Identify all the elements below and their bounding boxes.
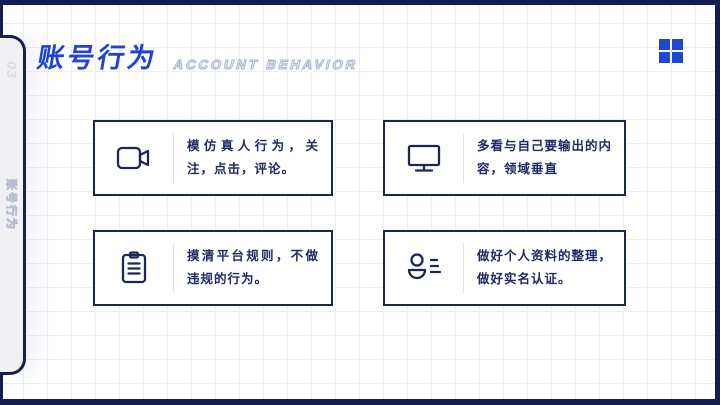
square-decor	[672, 52, 683, 63]
user-profile-icon	[385, 232, 463, 304]
card-grid: 模仿真人行为，关注，点击，评论。 多看与自己要输出的内容，领域垂直	[88, 114, 626, 306]
card-divider	[173, 243, 174, 293]
square-decor	[659, 52, 670, 63]
card-divider	[173, 133, 174, 183]
page-title: 账号行为	[34, 43, 161, 73]
card-profile-verification: 做好个人资料的整理，做好实名认证。	[378, 224, 626, 306]
card-text: 多看与自己要输出的内容，领域垂直	[477, 138, 613, 176]
clipboard-icon	[95, 232, 173, 304]
four-squares-icon	[659, 39, 683, 63]
page-subtitle: ACCOUNT BEHAVIOR	[172, 56, 361, 72]
card-platform-rules: 摸清平台规则，不做违规的行为。	[88, 224, 333, 306]
slide-header: 账号行为 ACCOUNT BEHAVIOR	[34, 36, 361, 75]
page-number: 03	[3, 61, 20, 79]
card-text: 摸清平台规则，不做违规的行为。	[187, 248, 319, 286]
card-divider	[463, 133, 464, 183]
sidebar-tab: 03 账号行为	[0, 35, 26, 375]
video-camera-icon	[95, 122, 173, 194]
monitor-icon	[385, 122, 463, 194]
card-watch-content: 多看与自己要输出的内容，领域垂直	[378, 114, 626, 196]
card-text: 模仿真人行为，关注，点击，评论。	[187, 138, 319, 176]
square-decor	[659, 39, 670, 50]
sidebar-vertical-text: 账号行为	[4, 179, 17, 232]
card-divider	[463, 243, 464, 293]
square-decor	[672, 39, 683, 50]
frame-bottom-bar	[0, 399, 720, 405]
card-text: 做好个人资料的整理，做好实名认证。	[477, 248, 613, 286]
frame-right-bar	[715, 0, 720, 405]
frame-top-bar	[0, 0, 720, 5]
card-imitate-behavior: 模仿真人行为，关注，点击，评论。	[88, 114, 333, 196]
